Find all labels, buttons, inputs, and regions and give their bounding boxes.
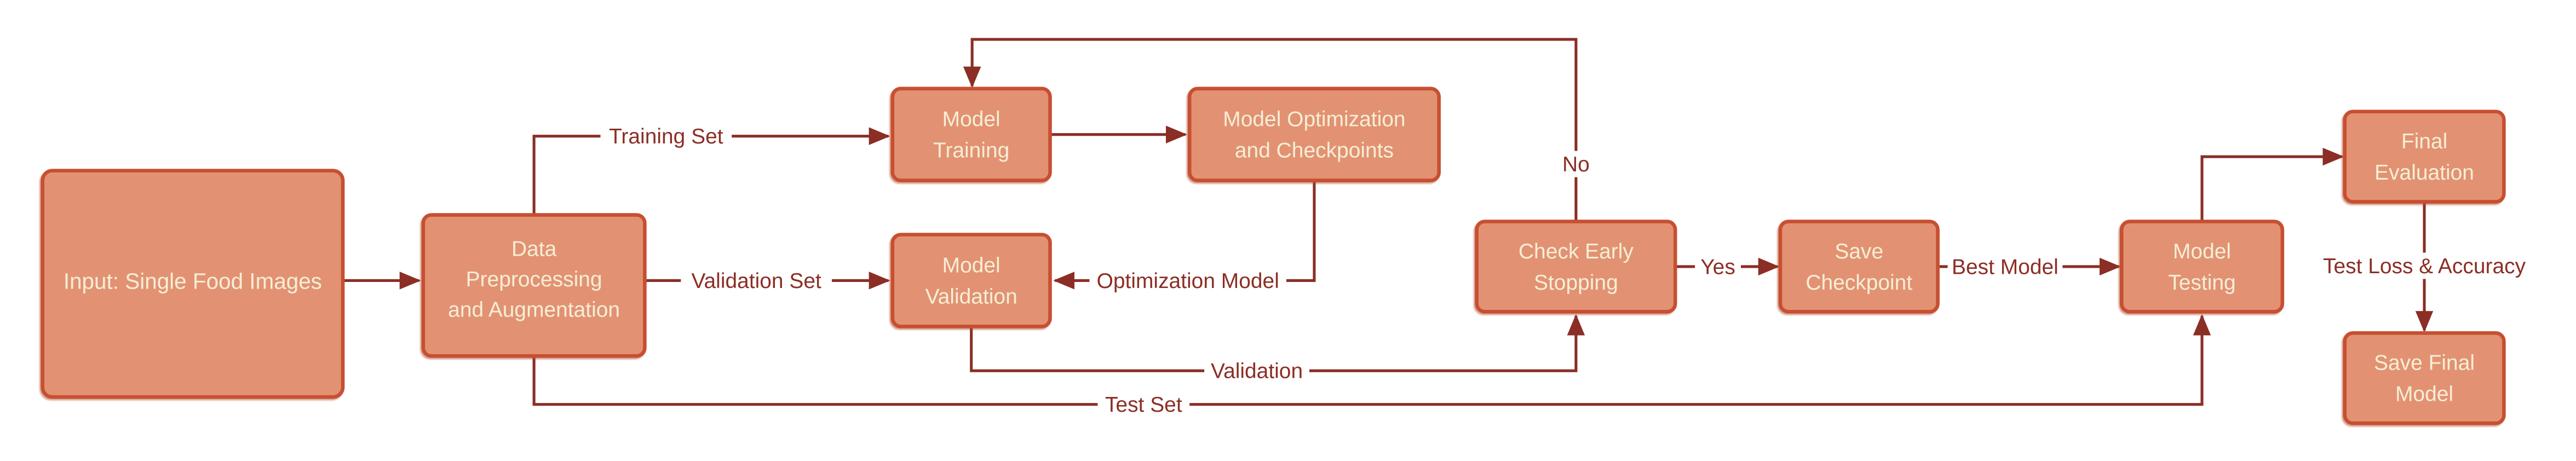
node-preprocess-label: and Augmentation <box>448 298 620 321</box>
node-testing-label: Model <box>2173 240 2231 263</box>
node-early-stopping: Check Early Stopping <box>1475 220 1677 314</box>
edge-testing-to-final-eval <box>2200 147 2344 222</box>
node-optimization: Model Optimization and Checkpoints <box>1187 87 1441 182</box>
node-final-evaluation-label: Final <box>2401 130 2447 153</box>
node-preprocess-label: Data <box>511 237 557 261</box>
edge-label-bg <box>1557 151 1595 177</box>
node-input-label: Input: Single Food Images <box>64 268 322 293</box>
edge-labels: Training Set Validation Set Optimization… <box>600 123 2531 418</box>
node-training-label: Model <box>942 108 1001 131</box>
node-training: Model Training <box>890 87 1052 182</box>
node-optimization-label: Model Optimization <box>1223 108 1405 131</box>
node-optimization-label: and Checkpoints <box>1235 139 1394 163</box>
node-preprocess-box <box>421 213 647 358</box>
node-final-evaluation: Final Evaluation <box>2343 110 2506 204</box>
node-training-label: Training <box>933 139 1009 163</box>
node-final-evaluation-box <box>2343 110 2506 204</box>
node-save-checkpoint-box <box>1778 220 1940 314</box>
edge-label-test-loss: Test Loss & Accuracy <box>2323 255 2526 278</box>
node-save-final-box <box>2343 331 2506 425</box>
node-testing: Model Testing <box>2119 220 2285 314</box>
node-validation-box <box>890 233 1052 329</box>
node-validation-label: Validation <box>925 285 1017 308</box>
edge-label-bg <box>681 267 832 294</box>
edge-training-set <box>532 127 890 215</box>
node-training-box <box>890 87 1052 182</box>
node-save-checkpoint-label: Checkpoint <box>1806 271 1912 295</box>
node-preprocess: Data Preprocessing and Augmentation <box>421 213 647 358</box>
edge-test-set <box>532 314 2211 406</box>
node-input-box <box>41 169 345 399</box>
edge-label-bg <box>1089 267 1287 294</box>
edge-label-validation-set: Validation Set <box>691 269 821 293</box>
node-optimization-box <box>1187 87 1441 182</box>
edge-label-bg <box>1695 253 1741 280</box>
edge-label-optimization-model: Optimization Model <box>1097 269 1279 293</box>
node-early-stopping-label: Stopping <box>1534 271 1618 295</box>
node-save-checkpoint-label: Save <box>1835 240 1883 263</box>
edge-label-yes: Yes <box>1700 255 1735 279</box>
edge-label-bg <box>2318 252 2531 279</box>
edge-label-best-model: Best Model <box>1952 255 2058 279</box>
edge-label-bg <box>1947 253 2063 280</box>
edge-optimization-model <box>1053 180 1316 290</box>
edge-label-bg <box>1097 391 1190 418</box>
node-testing-label: Testing <box>2168 271 2235 295</box>
node-save-final-label: Save Final <box>2374 351 2475 375</box>
node-early-stopping-box <box>1475 220 1677 314</box>
node-preprocess-label: Preprocessing <box>466 268 602 291</box>
edge-label-bg <box>600 123 732 149</box>
node-input: Input: Single Food Images <box>41 169 345 399</box>
node-testing-box <box>2119 220 2285 314</box>
edge-label-test-set: Test Set <box>1105 393 1182 417</box>
node-save-checkpoint: Save Checkpoint <box>1778 220 1940 314</box>
node-early-stopping-label: Check Early <box>1519 240 1634 263</box>
edge-label-validation: Validation <box>1211 360 1303 383</box>
edge-label-bg <box>1204 358 1309 384</box>
node-validation: Model Validation <box>890 233 1052 329</box>
edge-label-training-set: Training Set <box>609 125 723 148</box>
node-validation-label: Model <box>942 253 1001 277</box>
node-save-final: Save Final Model <box>2343 331 2506 425</box>
node-save-final-label: Model <box>2395 383 2453 406</box>
edge-no-loop <box>963 38 1578 222</box>
node-final-evaluation-label: Evaluation <box>2374 161 2474 185</box>
edge-label-no: No <box>1562 153 1590 176</box>
